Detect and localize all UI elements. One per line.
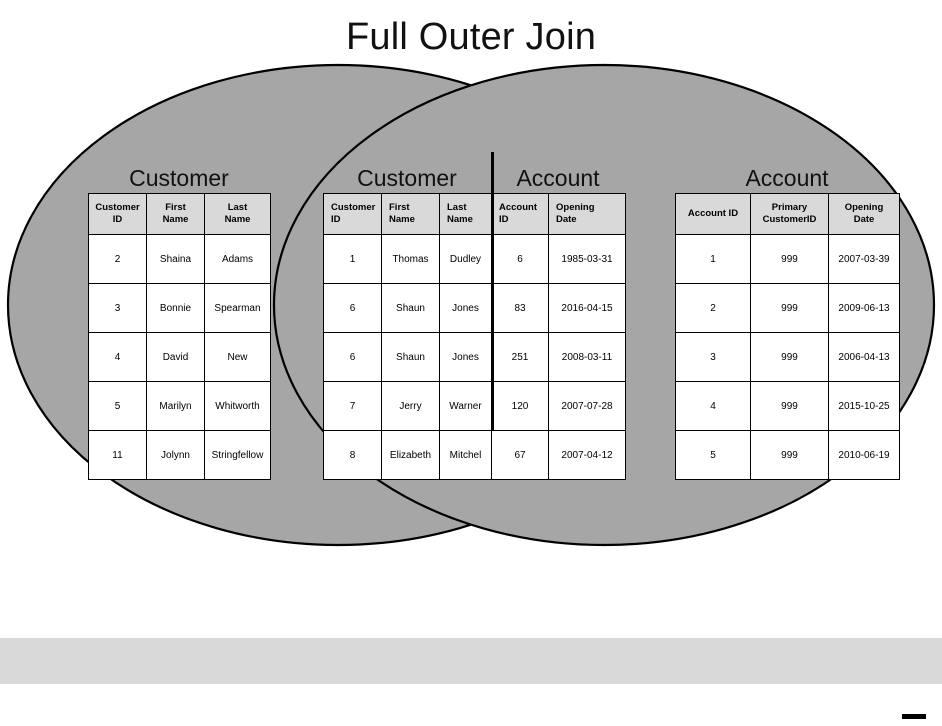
cell-customer-id: 5 [88,381,147,431]
cell-account-id: 5 [675,430,751,480]
column-header-account-id: Account ID [675,193,751,235]
right-table-caption: Account [745,165,829,191]
cell-account-id: 83 [491,283,549,333]
cell-customer-id: 8 [323,430,382,480]
cell-primary-customer-id: 999 [750,332,829,382]
cell-account-id: 67 [491,430,549,480]
cell-first-name: David [146,332,205,382]
cell-primary-customer-id: 999 [750,234,829,284]
table-row: 1 Thomas Dudley 6 1985-03-31 [323,234,626,284]
cell-account-id: 3 [675,332,751,382]
footer-band [0,638,942,684]
cell-opening-date: 2007-07-28 [548,381,626,431]
cell-customer-id: 6 [323,283,382,333]
cell-opening-date: 1985-03-31 [548,234,626,284]
table-row: 4 David New [88,332,271,382]
cell-first-name: Jerry [381,381,440,431]
cell-opening-date: 2007-03-39 [828,234,900,284]
cell-opening-date: 2015-10-25 [828,381,900,431]
cell-customer-id: 6 [323,332,382,382]
cell-account-id: 4 [675,381,751,431]
cell-opening-date: 2006-04-13 [828,332,900,382]
centre-table-divider [491,152,494,430]
cell-customer-id: 4 [88,332,147,382]
cell-last-name: Jones [439,283,492,333]
left-table-caption: Customer [129,165,229,191]
table-row: 7 Jerry Warner 120 2007-07-28 [323,381,626,431]
cell-opening-date: 2010-06-19 [828,430,900,480]
cell-account-id: 120 [491,381,549,431]
cell-first-name: Bonnie [146,283,205,333]
footer-mark [902,714,926,719]
centre-caption-customer: Customer [357,165,457,191]
cell-primary-customer-id: 999 [750,283,829,333]
cell-customer-id: 11 [88,430,147,480]
cell-first-name: Shaun [381,283,440,333]
table-row: 6 Shaun Jones 251 2008-03-11 [323,332,626,382]
table-row: 8 Elizabeth Mitchel 67 2007-04-12 [323,430,626,480]
cell-last-name: Stringfellow [204,430,271,480]
cell-customer-id: 2 [88,234,147,284]
cell-account-id: 1 [675,234,751,284]
cell-last-name: Whitworth [204,381,271,431]
cell-first-name: Shaun [381,332,440,382]
cell-last-name: New [204,332,271,382]
table-row: 1 999 2007-03-39 [675,234,900,284]
cell-customer-id: 3 [88,283,147,333]
cell-first-name: Jolynn [146,430,205,480]
cell-first-name: Marilyn [146,381,205,431]
centre-caption-row: Customer Account [323,163,625,193]
cell-first-name: Elizabeth [381,430,440,480]
table-row: 6 Shaun Jones 83 2016-04-15 [323,283,626,333]
table-row: 4 999 2015-10-25 [675,381,900,431]
cell-first-name: Thomas [381,234,440,284]
cell-last-name: Jones [439,332,492,382]
table-row: 5 999 2010-06-19 [675,430,900,480]
cell-first-name: Shaina [146,234,205,284]
cell-customer-id: 1 [323,234,382,284]
cell-last-name: Adams [204,234,271,284]
cell-last-name: Dudley [439,234,492,284]
cell-last-name: Warner [439,381,492,431]
cell-opening-date: 2016-04-15 [548,283,626,333]
cell-opening-date: 2008-03-11 [548,332,626,382]
centre-caption-account: Account [516,165,600,191]
table-row: 11 Jolynn Stringfellow [88,430,271,480]
table-row: 5 Marilyn Whitworth [88,381,271,431]
cell-customer-id: 7 [323,381,382,431]
table-row: 2 Shaina Adams [88,234,271,284]
table-row: 3 999 2006-04-13 [675,332,900,382]
table-row: 2 999 2009-06-13 [675,283,900,333]
cell-opening-date: 2007-04-12 [548,430,626,480]
table-row: 3 Bonnie Spearman [88,283,271,333]
cell-last-name: Spearman [204,283,271,333]
cell-account-id: 251 [491,332,549,382]
cell-account-id: 6 [491,234,549,284]
cell-opening-date: 2009-06-13 [828,283,900,333]
slide-title: Full Outer Join [345,16,597,58]
cell-last-name: Mitchel [439,430,492,480]
cell-primary-customer-id: 999 [750,381,829,431]
cell-account-id: 2 [675,283,751,333]
cell-primary-customer-id: 999 [750,430,829,480]
